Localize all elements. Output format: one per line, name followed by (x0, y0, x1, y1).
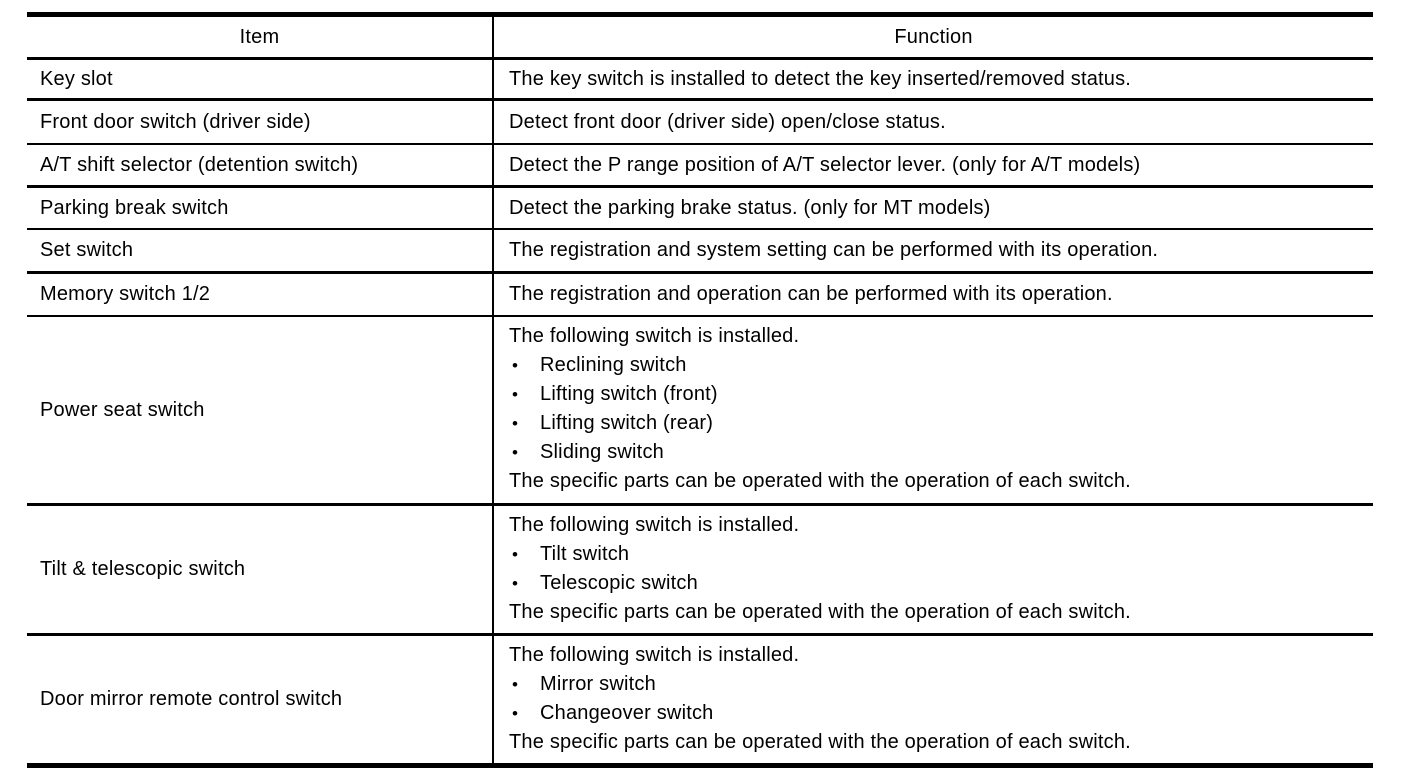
function-cell: The registration and system setting can … (494, 230, 1373, 271)
bullet-icon: • (512, 574, 519, 593)
function-text-line: The following switch is installed. (509, 325, 800, 347)
bullet-text: Changeover switch (540, 702, 714, 724)
bullet-icon: • (512, 385, 519, 404)
function-text-line: Detect the parking brake status. (only f… (509, 196, 991, 219)
bullet-icon: • (512, 443, 519, 462)
function-text-line: The following switch is installed. (509, 644, 800, 666)
item-cell: Parking break switch (27, 188, 494, 228)
function-text-line: The registration and operation can be pe… (509, 283, 1113, 305)
bullet-text: Sliding switch (540, 441, 664, 463)
function-cell: The registration and operation can be pe… (494, 274, 1373, 315)
function-cell: Detect the parking brake status. (only f… (494, 188, 1373, 228)
column-header-item: Item (27, 17, 494, 57)
function-bullet-line: • Changeover switch (509, 699, 1373, 728)
function-cell: Detect front door (driver side) open/clo… (494, 101, 1373, 143)
function-text-line: Detect the P range position of A/T selec… (509, 153, 1141, 176)
bullet-text: Lifting switch (rear) (540, 412, 714, 434)
function-text-line: The following switch is installed. (509, 514, 800, 536)
item-function-table: Item Function Key slot The key switch is … (27, 12, 1373, 768)
function-cell: The following switch is installed. • Mirro… (494, 636, 1373, 763)
function-text-line: The specific parts can be operated with … (509, 601, 1131, 623)
function-bullet-line: • Lifting switch (front) (509, 380, 1373, 409)
table-row: A/T shift selector (detention switch) Det… (27, 145, 1373, 188)
function-bullet-line: • Sliding switch (509, 438, 1373, 467)
function-bullet-line: • Telescopic switch (509, 569, 1373, 598)
table-row: Memory switch 1/2 The registration and op… (27, 274, 1373, 317)
item-cell: Set switch (27, 230, 494, 271)
function-bullet-line: • Lifting switch (rear) (509, 409, 1373, 438)
item-cell: Memory switch 1/2 (27, 274, 494, 315)
function-bullet-line: • Tilt switch (509, 540, 1373, 569)
function-text-line: The key switch is installed to detect th… (509, 67, 1132, 90)
function-cell: The key switch is installed to detect th… (494, 60, 1373, 98)
bullet-text: Telescopic switch (540, 572, 698, 594)
bullet-text: Mirror switch (540, 673, 656, 695)
bullet-icon: • (512, 356, 519, 375)
item-cell: Tilt & telescopic switch (27, 506, 494, 633)
table-header-row: Item Function (27, 17, 1373, 60)
item-cell: A/T shift selector (detention switch) (27, 145, 494, 185)
item-cell: Power seat switch (27, 317, 494, 503)
table-row: Key slot The key switch is installed to d… (27, 60, 1373, 101)
function-text-line: The specific parts can be operated with … (509, 470, 1131, 492)
function-bullet-line: • Reclining switch (509, 351, 1373, 380)
item-cell: Key slot (27, 60, 494, 98)
table-row: Parking break switch Detect the parking b… (27, 188, 1373, 230)
item-cell: Front door switch (driver side) (27, 101, 494, 143)
function-text-line: The registration and system setting can … (509, 239, 1159, 261)
bullet-icon: • (512, 704, 519, 723)
item-cell: Door mirror remote control switch (27, 636, 494, 763)
function-cell: The following switch is installed. • Tilt … (494, 506, 1373, 633)
function-cell: The following switch is installed. • Recli… (494, 317, 1373, 503)
function-text-line: The specific parts can be operated with … (509, 731, 1131, 753)
bullet-text: Reclining switch (540, 354, 687, 376)
bullet-text: Lifting switch (front) (540, 383, 718, 405)
function-text-line: Detect front door (driver side) open/clo… (509, 110, 946, 133)
function-cell: Detect the P range position of A/T selec… (494, 145, 1373, 185)
bullet-text: Tilt switch (540, 543, 630, 565)
bullet-icon: • (512, 675, 519, 694)
table-row: Set switch The registration and system se… (27, 230, 1373, 274)
bullet-icon: • (512, 545, 519, 564)
function-bullet-line: • Mirror switch (509, 670, 1373, 699)
bullet-icon: • (512, 414, 519, 433)
column-header-function: Function (894, 25, 973, 48)
table-row: Front door switch (driver side) Detect fr… (27, 101, 1373, 145)
